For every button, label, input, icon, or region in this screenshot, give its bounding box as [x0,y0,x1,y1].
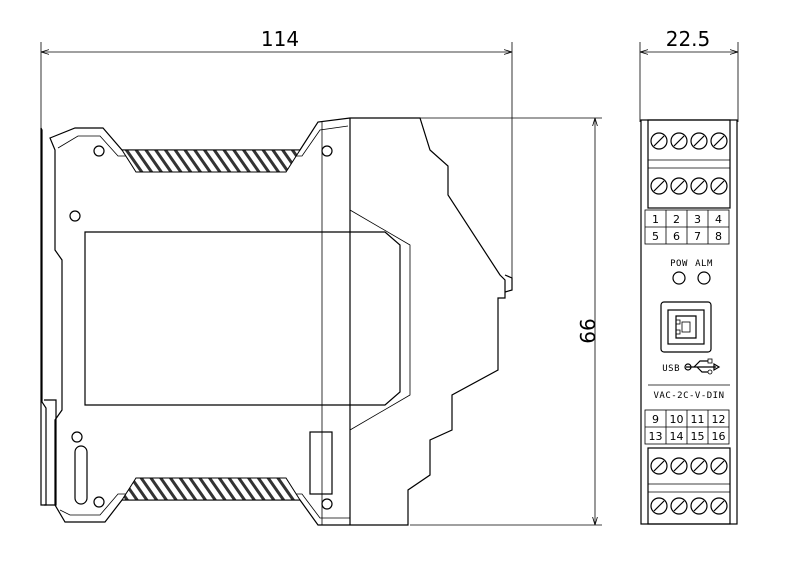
terminal-number-label: 12 [712,413,726,426]
depth-value: 22.5 [666,27,711,51]
screw-icon [690,177,708,195]
terminal-block-bottom [647,447,731,525]
screw-icon [650,457,668,475]
screw-icon [710,457,728,475]
terminal-number-label: 6 [673,230,680,243]
usb-icon [684,358,721,375]
usb-label: USB [662,364,680,374]
height-value: 99 [575,318,599,343]
terminal-number-label: 9 [652,413,659,426]
usb-port[interactable] [660,301,712,353]
terminal-number-label: 11 [691,413,705,426]
terminal-number-label: 4 [715,213,722,226]
screw-icon [670,457,688,475]
width-dimension: 114 [40,27,513,505]
terminal-number-label: 7 [694,230,701,243]
terminal-number-label: 2 [673,213,680,226]
terminal-number-label: 3 [694,213,701,226]
terminal-number-label: 14 [670,430,684,443]
screw-icon [690,132,708,150]
terminal-number-label: 10 [670,413,684,426]
pow-led-label: POW [670,259,688,269]
screw-icon [650,132,668,150]
screw-icon [710,497,728,515]
depth-dimension: 22.5 [639,27,739,122]
alm-led-label: ALM [695,259,713,269]
terminal-number-label: 13 [649,430,663,443]
terminal-numbers-bottom: 9 10 11 12 13 14 15 16 [644,409,730,445]
screw-icon [690,457,708,475]
height-dimension: 99 [410,117,602,526]
width-value: 114 [261,27,299,51]
terminal-number-label: 8 [715,230,722,243]
model-label: VAC-2C-V-DIN [653,391,724,401]
screw-icon [650,177,668,195]
terminal-numbers-top: 1 2 3 4 5 6 7 8 [644,209,730,245]
screw-icon [650,497,668,515]
terminal-number-label: 5 [652,230,659,243]
screw-icon [670,177,688,195]
screw-icon [670,132,688,150]
screw-icon [690,497,708,515]
terminal-number-label: 1 [652,213,659,226]
pow-led [672,271,686,285]
terminal-number-label: 16 [712,430,726,443]
screw-icon [670,497,688,515]
terminal-screws [650,132,728,515]
terminal-number-label: 15 [691,430,705,443]
side-view: 114 [40,27,513,526]
screw-icon [710,132,728,150]
screw-icon [710,177,728,195]
terminal-block-top [647,119,731,209]
alm-led [697,271,711,285]
